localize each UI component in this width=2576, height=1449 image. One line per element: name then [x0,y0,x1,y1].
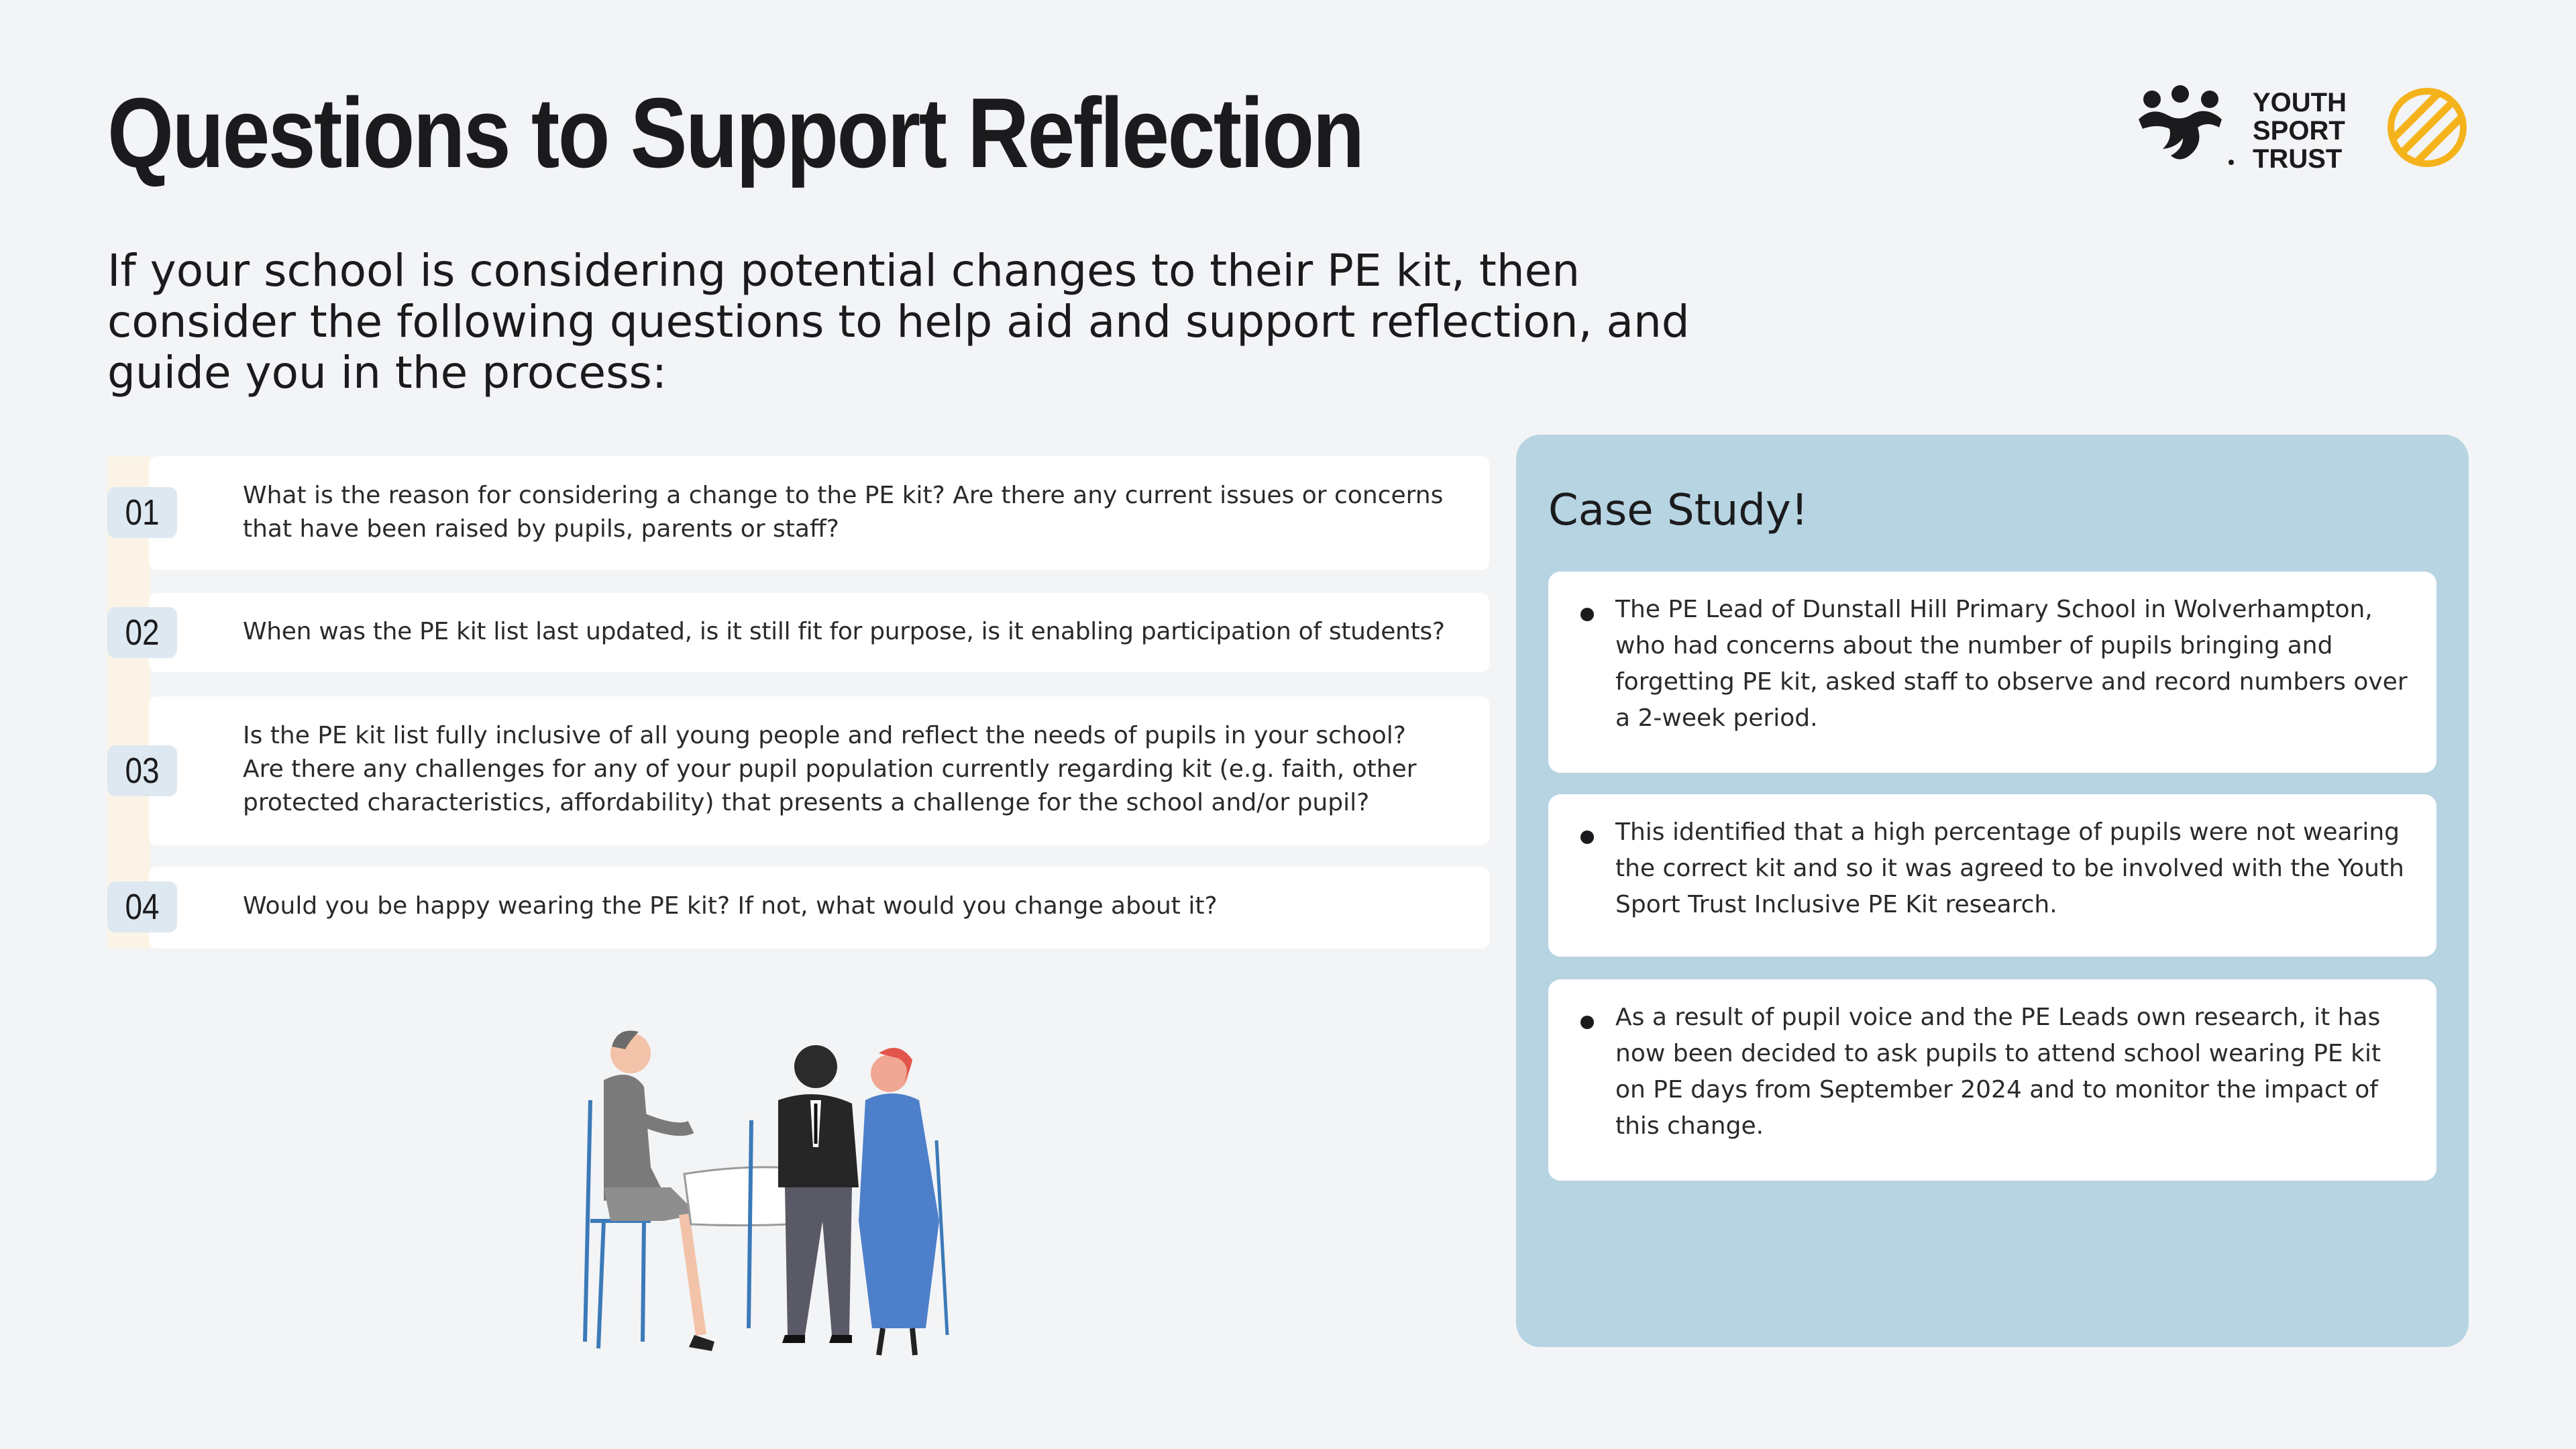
case-study-panel: Case Study! The PE Lead of Dunstall Hill… [1516,435,2469,1347]
question-number: 04 [125,887,160,927]
case-study-item: The PE Lead of Dunstall Hill Primary Sch… [1548,572,2436,773]
yst-line-sport: SPORT [2253,116,2345,146]
question-number: 03 [125,751,160,791]
intro-text: If your school is considering potential … [107,245,1690,398]
question-number-badge: 01 [107,487,177,538]
case-study-item-text: As a result of pupil voice and the PE Le… [1615,1004,2381,1140]
question-card-02: When was the PE kit list last updated, i… [149,593,1489,672]
question-number: 02 [125,612,160,653]
three-people-at-table-illustration [583,1030,949,1356]
question-card-01: What is the reason for considering a cha… [149,456,1489,570]
question-number-badge: 03 [107,745,177,796]
page-title: Questions to Support Reflection [107,78,1364,189]
bullet-icon [1580,608,1594,621]
bullet-icon [1580,1016,1594,1029]
question-card-03: Is the PE kit list fully inclusive of al… [149,696,1489,845]
bullet-icon [1580,830,1594,844]
case-study-item: This identified that a high percentage o… [1548,794,2436,957]
question-number-badge: 04 [107,881,177,932]
case-study-title: Case Study! [1548,486,1809,535]
question-text: When was the PE kit list last updated, i… [243,618,1445,645]
case-study-item: As a result of pupil voice and the PE Le… [1548,979,2436,1181]
question-card-04: Would you be happy wearing the PE kit? I… [149,867,1489,949]
youth-sport-trust-figures-icon [2139,85,2234,165]
question-text: What is the reason for considering a cha… [243,482,1444,543]
question-number: 01 [125,492,160,533]
question-number-badge: 02 [107,607,177,658]
questions-strip [107,456,150,949]
question-text: Is the PE kit list fully inclusive of al… [243,722,1417,816]
yst-wordmark: YOUTH SPORT TRUST [2253,89,2347,173]
questions-list: What is the reason for considering a cha… [107,456,1489,949]
yst-line-trust: TRUST [2253,144,2343,174]
case-study-item-text: The PE Lead of Dunstall Hill Primary Sch… [1615,596,2408,732]
striped-circle-icon [2387,88,2467,167]
question-text: Would you be happy wearing the PE kit? I… [243,892,1218,920]
yst-line-youth: YOUTH [2253,88,2347,117]
case-study-item-text: This identified that a high percentage o… [1615,818,2404,918]
